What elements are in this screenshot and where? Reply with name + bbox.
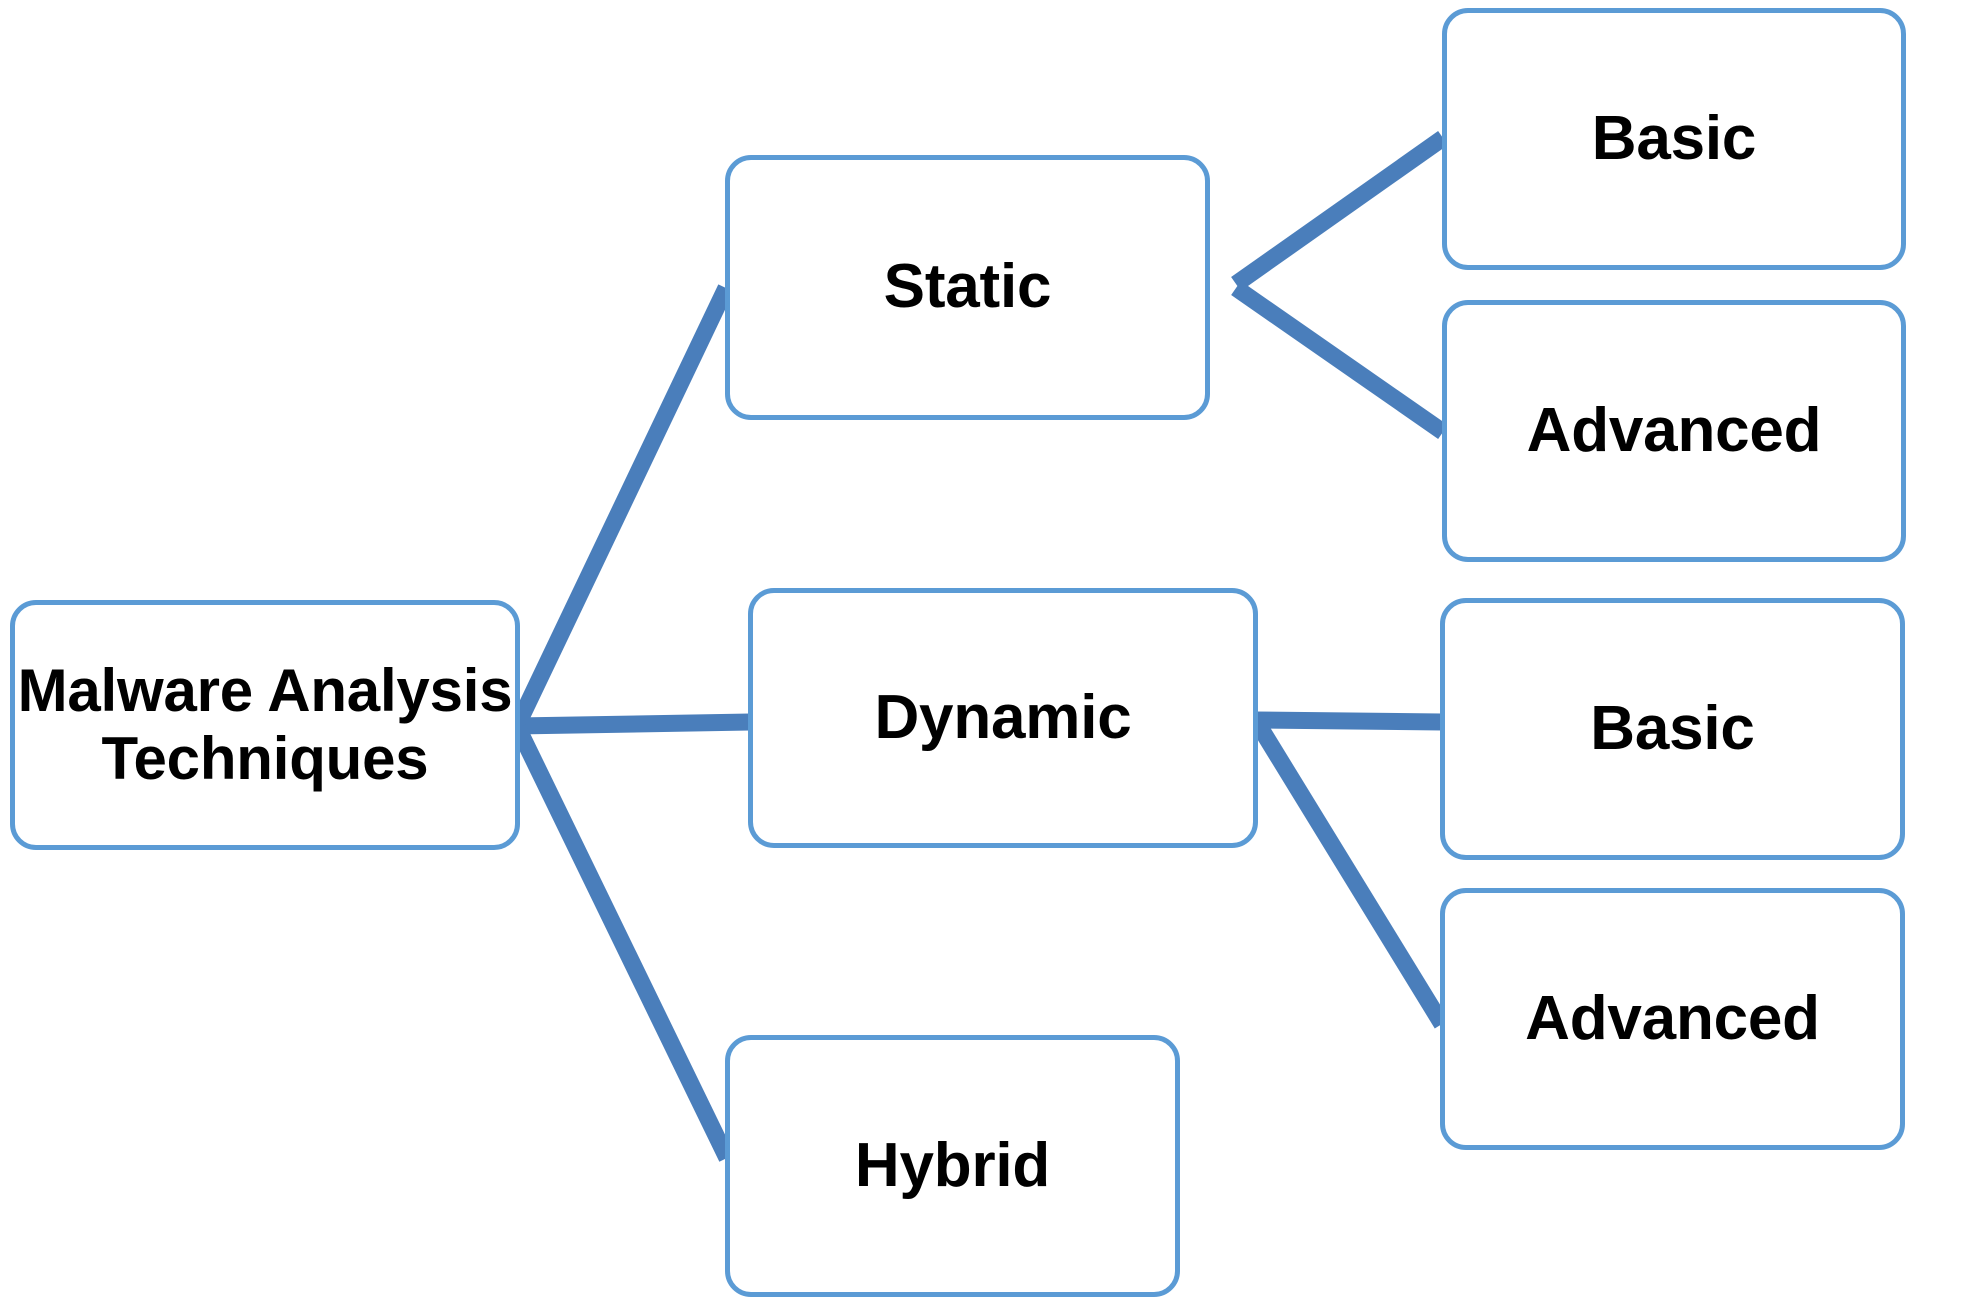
node-label: Advanced bbox=[1526, 395, 1822, 465]
node-label: Basic bbox=[1591, 103, 1757, 173]
node-static-advanced[interactable]: Advanced bbox=[1442, 300, 1906, 562]
node-label: Dynamic bbox=[874, 682, 1132, 752]
edge-root-static bbox=[510, 284, 734, 728]
edge-static-basic bbox=[1231, 131, 1448, 291]
node-label: Basic bbox=[1590, 693, 1755, 763]
node-static[interactable]: Static bbox=[725, 155, 1210, 420]
node-label: Malware Analysis Techniques bbox=[17, 656, 513, 792]
node-label: Static bbox=[883, 252, 1052, 322]
edge-root-dynamic bbox=[515, 713, 751, 735]
node-malware-analysis-techniques[interactable]: Malware Analysis Techniques bbox=[10, 600, 520, 850]
node-label: Hybrid bbox=[854, 1130, 1051, 1200]
node-label: Advanced bbox=[1525, 983, 1820, 1053]
edge-root-hybrid bbox=[510, 724, 735, 1162]
node-dynamic-basic[interactable]: Basic bbox=[1440, 598, 1905, 860]
node-static-basic[interactable]: Basic bbox=[1442, 8, 1906, 270]
edge-static-advanced bbox=[1231, 281, 1448, 439]
node-dynamic-advanced[interactable]: Advanced bbox=[1440, 888, 1905, 1150]
node-dynamic[interactable]: Dynamic bbox=[748, 588, 1258, 848]
node-hybrid[interactable]: Hybrid bbox=[725, 1035, 1180, 1297]
edge-dynamic-basic bbox=[1255, 711, 1443, 731]
edge-dynamic-advanced bbox=[1250, 719, 1450, 1029]
